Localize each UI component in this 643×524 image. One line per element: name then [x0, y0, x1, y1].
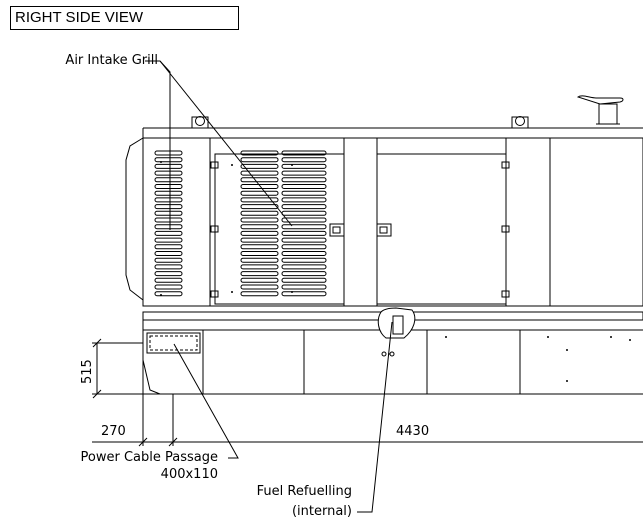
louvre-slat [240, 264, 279, 270]
fuel-valve [381, 351, 387, 357]
louvre-slat [240, 184, 279, 189]
power-cable-size: 400x110 [160, 467, 218, 482]
fuel-refuelling-label: Fuel Refuelling [256, 484, 352, 499]
louvre-slat [281, 277, 327, 283]
hinges [210, 161, 510, 298]
base-foot [142, 359, 161, 395]
leader-fuel [357, 321, 393, 513]
louvre-slat [154, 284, 183, 290]
lifting-eye-right [511, 116, 529, 129]
dim-515-label: 515 [80, 359, 95, 384]
louvre-slat [281, 170, 327, 176]
louvre-slat [281, 251, 327, 256]
louvre-slat [154, 237, 183, 243]
louvre-slat [154, 190, 183, 196]
latch-right [376, 223, 392, 237]
louvre-slat [281, 230, 327, 236]
louvre-slat [281, 197, 327, 203]
latch-left [329, 223, 345, 237]
louvre-slat [154, 204, 183, 210]
enclosure-body [142, 137, 643, 307]
louvre-slat [240, 163, 279, 169]
louvre-slat [240, 204, 279, 210]
air-intake-label: Air Intake Grill [65, 53, 158, 68]
louvre-slat [240, 244, 279, 250]
louvre-slat [154, 157, 183, 163]
dim-4430-label: 4430 [396, 424, 430, 439]
fuel-tank-cap [377, 307, 416, 339]
louvre-slat [240, 224, 279, 230]
louvre-slat [154, 197, 183, 203]
fuel-internal-label: (internal) [291, 504, 352, 519]
louvre-slat [281, 163, 327, 169]
louvre-slat [154, 150, 183, 156]
louvre-slat [154, 184, 183, 189]
louvre-slat [281, 190, 327, 196]
louvre-slat [240, 271, 279, 277]
louvre-slat [240, 157, 279, 163]
louvre-slat [154, 257, 183, 263]
louvre-slat [240, 257, 279, 263]
louvre-slat [281, 204, 327, 210]
view-title: RIGHT SIDE VIEW [10, 6, 239, 30]
louvre-slat [154, 277, 183, 283]
louvre-slat [154, 271, 183, 277]
louvre-slat [154, 217, 183, 223]
radiator-end [125, 137, 144, 301]
louvre-slat [281, 217, 327, 223]
louvre-slat [240, 197, 279, 203]
exhaust-cap [576, 95, 643, 129]
leader-power-cable [173, 343, 239, 459]
louvre-slat [281, 184, 327, 189]
louvre-slat [281, 264, 327, 270]
dim-270-label: 270 [101, 424, 126, 439]
louvre-slat [240, 237, 279, 243]
louvre-slat [281, 237, 327, 243]
louvre-slat [154, 224, 183, 230]
door-service [376, 153, 507, 305]
louvre-slat [281, 257, 327, 263]
louvre-slat [154, 251, 183, 256]
air-intake-louvres [154, 150, 327, 297]
louvre-slat [281, 157, 327, 163]
louvre-slat [240, 170, 279, 176]
louvre-slat [281, 284, 327, 290]
louvre-slat [240, 230, 279, 236]
louvre-slat [240, 251, 279, 256]
louvre-slat [154, 163, 183, 169]
louvre-slat [281, 291, 327, 297]
louvre-slat [240, 210, 279, 216]
power-cable-label: Power Cable Passage [80, 450, 218, 465]
louvre-slat [240, 217, 279, 223]
louvre-slat [154, 177, 183, 183]
louvre-slat [154, 170, 183, 176]
louvre-slat [281, 271, 327, 277]
fuel-filler [392, 315, 404, 335]
louvre-slat [281, 224, 327, 230]
louvre-slat [281, 150, 327, 156]
louvre-slat [154, 210, 183, 216]
louvre-slat [281, 244, 327, 250]
louvre-slat [240, 177, 279, 183]
louvre-slat [154, 244, 183, 250]
louvre-slat [154, 291, 183, 297]
lifting-eye-left [191, 116, 209, 129]
louvre-slat [281, 177, 327, 183]
power-cable-passage [146, 332, 201, 354]
louvre-slat [240, 190, 279, 196]
louvre-slat [240, 284, 279, 290]
louvre-slat [281, 210, 327, 216]
louvre-slat [154, 230, 183, 236]
leader-air-intake-b [159, 60, 293, 227]
louvre-slat [240, 150, 279, 156]
louvre-slat [240, 291, 279, 297]
louvre-slat [154, 264, 183, 270]
louvre-slat [240, 277, 279, 283]
